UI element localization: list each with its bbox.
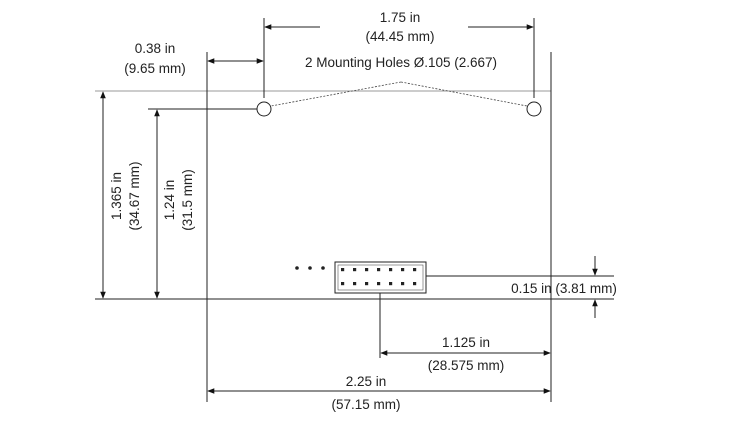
mounting-hole-leader-left: [270, 81, 402, 107]
connector-pin: [365, 282, 369, 286]
connector-pin: [353, 268, 357, 272]
connector-pin: [401, 268, 405, 272]
dim-connector-right-in: 1.125 in: [442, 335, 490, 350]
dim-height-total-mm: (34.67 mm): [127, 161, 142, 230]
mounting-hole-leader-right: [400, 81, 528, 107]
dim-height-total-in: 1.365 in: [109, 172, 124, 220]
led-dot-2: [308, 266, 312, 270]
connector-pin: [377, 268, 381, 272]
mounting-hole-right: [526, 101, 542, 117]
dim-connector-offset: 0.15 in (3.81 mm): [511, 281, 617, 296]
pin-header-connector: [334, 261, 427, 294]
connector-pin: [377, 282, 381, 286]
connector-pin: [401, 282, 405, 286]
connector-pin: [413, 282, 417, 286]
dim-height-holes-mm: (31.5 mm): [180, 169, 195, 231]
mounting-holes-label: 2 Mounting Holes Ø.105 (2.667): [305, 55, 497, 70]
connector-pin: [413, 268, 417, 272]
dim-hole-offset-in: 0.38 in: [135, 41, 176, 56]
connector-pin: [389, 268, 393, 272]
led-dot-3: [321, 266, 325, 270]
connector-pin: [389, 282, 393, 286]
mounting-hole-left: [256, 101, 272, 117]
connector-pin: [353, 282, 357, 286]
dim-height-holes-in: 1.24 in: [162, 180, 177, 221]
led-dot-1: [295, 266, 299, 270]
dim-connector-right-mm: (28.575 mm): [428, 358, 505, 373]
connector-pin: [365, 268, 369, 272]
dim-hole-spacing-in: 1.75 in: [380, 10, 421, 25]
dim-hole-offset-mm: (9.65 mm): [124, 61, 186, 76]
dim-width-total-in: 2.25 in: [346, 374, 387, 389]
dim-width-total-mm: (57.15 mm): [331, 397, 400, 412]
connector-pin: [341, 268, 345, 272]
dim-hole-spacing-mm: (44.45 mm): [365, 29, 434, 44]
connector-pin: [341, 282, 345, 286]
